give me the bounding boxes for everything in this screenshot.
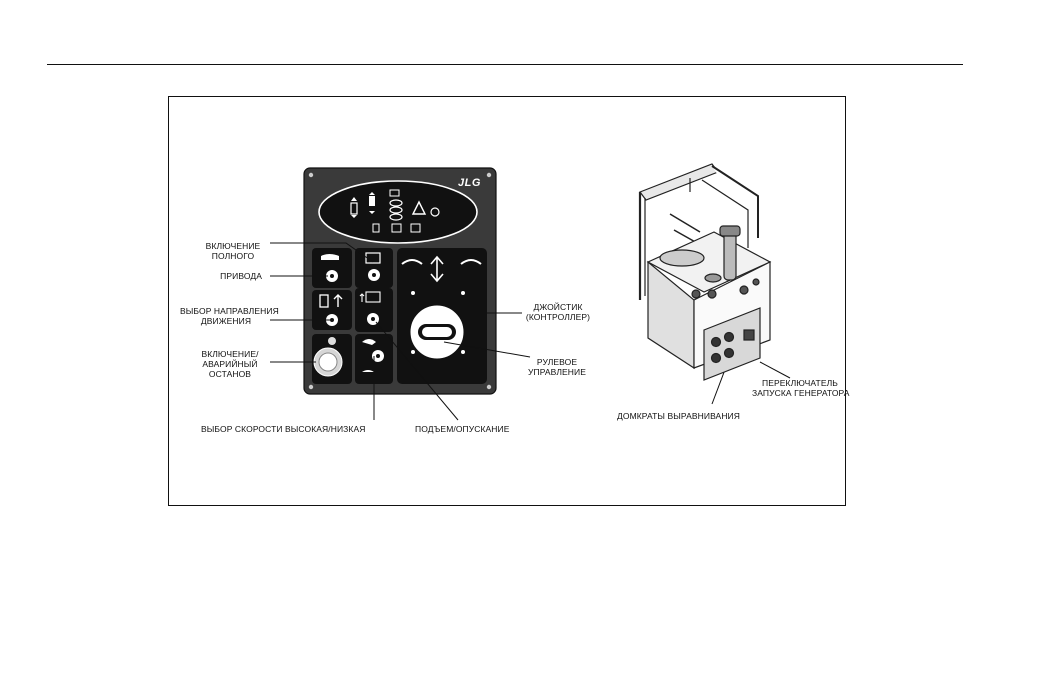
label-speed-select: ВЫБОР СКОРОСТИ ВЫСОКАЯ/НИЗКАЯ: [201, 424, 365, 434]
control-panel: [304, 168, 496, 394]
label-emergency-stop: ВКЛЮЧЕНИЕ/ АВАРИЙНЫЙ ОСТАНОВ: [192, 349, 268, 379]
label-joystick: ДЖОЙСТИК (КОНТРОЛЛЕР): [520, 302, 596, 322]
emergency-stop-button[interactable]: [319, 353, 337, 371]
indicator-display: [319, 181, 477, 243]
jlg-logo: JLG: [458, 177, 481, 189]
label-drive-enable: ВКЛЮЧЕНИЕ ПОЛНОГО: [196, 241, 270, 261]
label-steering: РУЛЕВОЕ УПРАВЛЕНИЕ: [524, 357, 590, 377]
label-generator-switch: ПЕРЕКЛЮЧАТЕЛЬ ЗАПУСКА ГЕНЕРАТОРА: [752, 378, 848, 398]
full-drive-switch[interactable]: [355, 248, 393, 288]
label-drive-direction: ВЫБОР НАПРАВЛЕНИЯ ДВИЖЕНИЯ: [180, 306, 272, 326]
label-lift-lower: ПОДЪЕМ/ОПУСКАНИЕ: [415, 424, 510, 434]
platform-control-box: [640, 164, 770, 380]
label-drive-enable-cont: ПРИВОДА: [196, 271, 262, 281]
label-leveling-jacks: ДОМКРАТЫ ВЫРАВНИВАНИЯ: [617, 411, 740, 421]
